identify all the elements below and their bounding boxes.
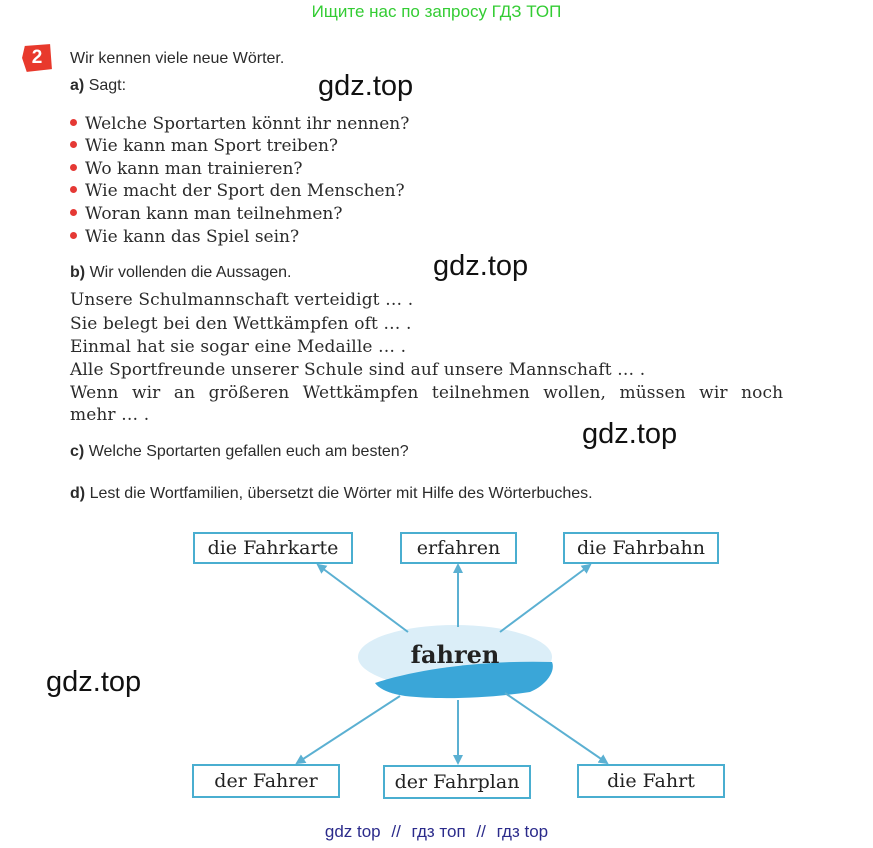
bullet-icon [70, 209, 77, 216]
part-a-label: a) [70, 77, 85, 94]
footer-item: гдз top [496, 822, 549, 841]
sentence-line: Wenn wir an größeren Wettkämpfen teilneh… [70, 383, 784, 403]
question-item: Welche Sportarten könnt ihr nennen? [70, 114, 409, 134]
watermark-text: gdz.top [318, 70, 414, 102]
question-text: Welche Sportarten könnt ihr nennen? [85, 114, 410, 134]
footer-separator: // [391, 822, 401, 841]
bullet-icon [70, 232, 77, 239]
watermark-text: gdz.top [433, 250, 529, 282]
sentence-line: Sie belegt bei den Wettkämpfen oft … . [70, 314, 412, 334]
top-banner: Ищите нас по запросу ГДЗ ТОП [311, 2, 562, 21]
footer-item: gdz top [324, 822, 381, 841]
word-box-fahrt: die Fahrt [577, 764, 725, 798]
question-item: Wie macht der Sport den Menschen? [70, 181, 405, 201]
word-box-fahrer: der Fahrer [192, 764, 340, 798]
question-text: Wie kann man Sport treiben? [85, 136, 339, 156]
word-box-fahrkarte: die Fahrkarte [193, 532, 353, 564]
question-text: Wie kann das Spiel sein? [85, 227, 300, 247]
question-item: Wie kann das Spiel sein? [70, 227, 299, 247]
sentence-line: mehr … . [70, 405, 150, 425]
question-text: Woran kann man teilnehmen? [85, 204, 343, 224]
badge-shape-icon [20, 42, 54, 74]
bullet-icon [70, 164, 77, 171]
question-item: Woran kann man teilnehmen? [70, 204, 342, 224]
footer-item: гдз топ [411, 822, 466, 841]
task-title: Wir kennen viele neue Wörter. [70, 50, 285, 67]
part-c-instruction: c) Welche Sportarten gefallen euch am be… [70, 443, 409, 461]
part-b-instruction: b) Wir vollenden die Aussagen. [70, 264, 291, 282]
question-text: Wie macht der Sport den Menschen? [85, 181, 405, 201]
task-number-badge: 2 [20, 42, 54, 74]
arrow-to-fahrbahn [499, 563, 592, 633]
center-word: fahren [410, 640, 500, 669]
word-box-erfahren: erfahren [400, 532, 517, 564]
question-item: Wie kann man Sport treiben? [70, 136, 338, 156]
sentence-line: Unsere Schulmannschaft verteidigt … . [70, 290, 414, 310]
part-d-instruction: d) Lest die Wortfamilien, übersetzt die … [70, 485, 593, 503]
footer-separator: // [476, 822, 486, 841]
bullet-icon [70, 141, 77, 148]
bullet-icon [70, 119, 77, 126]
question-item: Wo kann man trainieren? [70, 159, 303, 179]
word-box-fahrbahn: die Fahrbahn [563, 532, 719, 564]
part-a-instruction: a) Sagt: [70, 77, 126, 95]
part-c-text: Welche Sportarten gefallen euch am beste… [88, 443, 409, 460]
part-a-text: Sagt: [88, 77, 127, 94]
part-b-label: b) [70, 264, 86, 281]
part-d-label: d) [70, 485, 86, 502]
arrow-to-fahrer [295, 695, 401, 765]
part-c-label: c) [70, 443, 85, 460]
bullet-icon [70, 186, 77, 193]
brush-stroke-icon [375, 661, 553, 699]
word-box-fahrplan: der Fahrplan [383, 765, 531, 799]
part-b-text: Wir vollenden die Aussagen. [89, 264, 292, 281]
question-text: Wo kann man trainieren? [85, 159, 303, 179]
arrow-to-fahrkarte [316, 563, 409, 633]
task-number: 2 [31, 47, 43, 68]
watermark-text: gdz.top [582, 418, 678, 450]
footer: gdz top // гдз топ // гдз top [0, 822, 873, 842]
sentence-line: Einmal hat sie sogar eine Medaille … . [70, 337, 407, 357]
part-d-text: Lest die Wortfamilien, übersetzt die Wör… [89, 485, 593, 502]
watermark-text: gdz.top [46, 666, 142, 698]
arrow-to-fahrt [504, 692, 609, 765]
sentence-line: Alle Sportfreunde unserer Schule sind au… [70, 360, 646, 380]
